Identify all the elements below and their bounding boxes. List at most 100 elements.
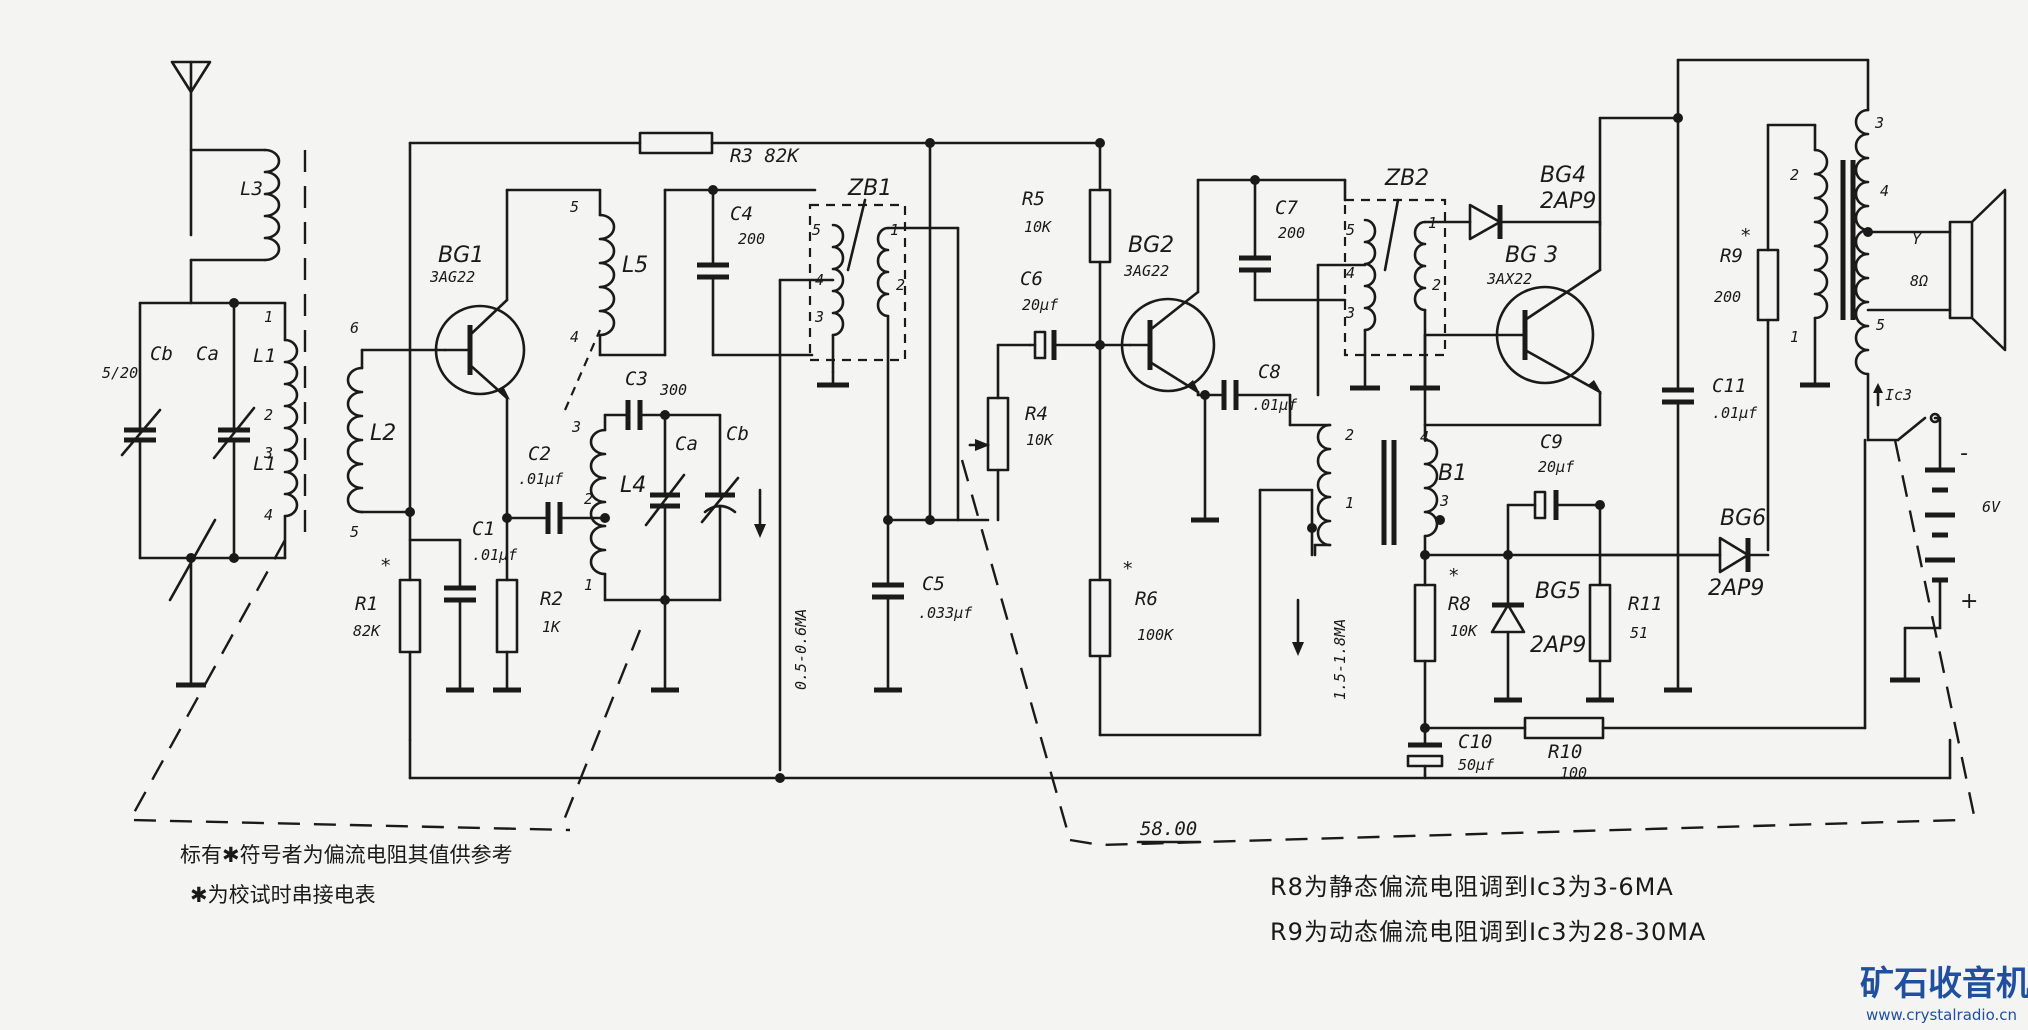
gang-dash-2 xyxy=(558,629,642,831)
capacitor-C3: C3 300 xyxy=(603,368,722,430)
coil-L3: L3 xyxy=(189,148,281,262)
resistor-R5: R5 10K xyxy=(1022,141,1112,347)
label-ZB1: ZB1 xyxy=(847,176,892,201)
label-B1-p1: 1 xyxy=(1345,494,1354,512)
label-n3: 3 xyxy=(263,444,273,462)
label-BG3: BG 3 xyxy=(1505,243,1558,268)
label-B1-p3: 3 xyxy=(1439,492,1449,510)
label-C11: C11 xyxy=(1712,375,1746,397)
label-R3: R3 82K xyxy=(730,145,800,167)
label-C8-val: .01μf xyxy=(1252,396,1298,414)
label-ZB2: ZB2 xyxy=(1384,166,1429,191)
label-T-p5: 5 xyxy=(1876,316,1885,334)
label-L4-pin3: 3 xyxy=(571,418,581,436)
label-C6-val: 20μf xyxy=(1022,296,1059,314)
speaker-icon: Y 8Ω xyxy=(1910,188,2007,352)
transistor-BG2: BG2 3AG22 xyxy=(1120,178,1257,397)
label-Ca-mid: Ca xyxy=(675,433,698,455)
label-B1-p2: 2 xyxy=(1345,426,1354,444)
label-I1: 0.5-0.6MA xyxy=(792,609,810,690)
label-T-p2: 2 xyxy=(1790,166,1799,184)
label-I2: 1.5-1.8MA xyxy=(1331,619,1349,700)
label-n1: 1 xyxy=(264,308,273,326)
label-C9: C9 xyxy=(1540,431,1563,453)
transformer-B1: B1 2 1 4 3 xyxy=(1288,393,1602,557)
potentiometer-R4: R4 10K xyxy=(968,343,1054,522)
label-R6-star: * xyxy=(1122,558,1133,580)
label-ZB1-p1: 1 xyxy=(890,221,899,239)
label-BG1: BG1 xyxy=(438,243,484,268)
transformer-ZB2: ZB2 5 4 3 1 2 xyxy=(1316,166,1472,397)
label-R9-val: 200 xyxy=(1714,288,1741,306)
label-R2: R2 xyxy=(540,588,563,610)
label-C10: C10 xyxy=(1458,731,1492,753)
capacitor-C5: C5 .033μf xyxy=(872,141,990,693)
label-L4-pin1: 1 xyxy=(584,576,593,594)
label-R9: R9 xyxy=(1720,245,1743,267)
label-C11-val: .01μf xyxy=(1712,404,1758,422)
label-L2-pin6: 6 xyxy=(350,319,359,337)
label-ZB2-p2: 2 xyxy=(1432,276,1441,294)
note-r8: R8为静态偏流电阻调到Ic3为3-6MA xyxy=(1270,873,1674,901)
label-BG5-type: 2AP9 xyxy=(1530,633,1586,658)
label-C4-val: 200 xyxy=(738,230,765,248)
label-B1-p4: 4 xyxy=(1420,428,1429,446)
label-BG1-type: 3AG22 xyxy=(429,268,475,286)
label-L1-bottom: L1 xyxy=(253,453,276,475)
label-R4: R4 xyxy=(1025,403,1048,425)
note-r9: R9为动态偏流电阻调到Ic3为28-30MA xyxy=(1270,918,1706,946)
label-C7-val: 200 xyxy=(1278,224,1305,242)
resistor-R3: R3 82K xyxy=(408,131,1105,514)
switch-Ic3: Ic3 xyxy=(1866,383,1942,442)
label-R8-val: 10K xyxy=(1450,622,1478,640)
label-R1-star: * xyxy=(380,555,391,577)
gang-dash-3 xyxy=(960,459,1072,841)
label-batt-v: 6V xyxy=(1982,498,2001,516)
label-Cb-mid: Cb xyxy=(726,423,749,445)
resistor-R2: R2 1K xyxy=(493,513,563,693)
coil-L5: L5 5 4 xyxy=(505,188,667,357)
label-R4-val: 10K xyxy=(1026,431,1054,449)
label-ZB1-p5: 5 xyxy=(812,221,821,239)
label-R1: R1 xyxy=(355,593,378,615)
current-mark-1: 0.5-0.6MA xyxy=(754,488,810,690)
capacitor-Cb-mid: Cb xyxy=(700,413,749,602)
resistor-R1: R1 82K * xyxy=(353,507,422,742)
transformer-ZB1: ZB1 5 4 3 1 2 xyxy=(778,176,960,772)
label-n4: 4 xyxy=(264,506,273,524)
output-transformer: 2 1 3 4 5 xyxy=(1676,58,1952,442)
label-C2-val: .01μf xyxy=(518,470,564,488)
label-R6-val: 100K xyxy=(1137,626,1174,644)
label-C1: C1 xyxy=(472,518,495,540)
resistor-R10: R10 100 xyxy=(1423,716,1867,782)
label-C7: C7 xyxy=(1275,197,1298,219)
capacitor-Ca-mid: Ca xyxy=(644,413,698,693)
label-ZB2-p5: 5 xyxy=(1346,221,1355,239)
label-R5: R5 xyxy=(1022,188,1045,210)
label-C5-val: .033μf xyxy=(918,604,973,622)
label-C10-val: 50μf xyxy=(1458,756,1495,774)
capacitor-C6: C6 20μf xyxy=(1020,268,1132,360)
label-BG3-type: 3AX22 xyxy=(1486,270,1532,288)
battery-6v: - + 6V xyxy=(1890,416,2001,683)
label-L2: L2 xyxy=(370,421,396,446)
note-line-1: 标有✱符号者为偏流电阻其值供参考 xyxy=(180,843,513,867)
label-ZB1-p3: 3 xyxy=(814,308,824,326)
note-line-2: ✱为校试时串接电表 xyxy=(190,883,376,907)
label-BG4: BG4 xyxy=(1540,163,1586,188)
label-L4: L4 xyxy=(620,473,646,498)
label-R8-star: * xyxy=(1448,565,1459,587)
label-ZB1-p2: 2 xyxy=(896,276,905,294)
label-C3-val: 300 xyxy=(659,381,687,399)
label-BG5: BG5 xyxy=(1535,579,1581,604)
label-L5-pin4: 4 xyxy=(570,328,579,346)
resistor-R8: R8 10K * xyxy=(1413,550,1722,733)
capacitor-C2: C2 .01μf xyxy=(505,443,607,534)
current-mark-2: 1.5-1.8MA xyxy=(1292,598,1349,700)
label-T-p3: 3 xyxy=(1874,114,1884,132)
label-batt-minus: - xyxy=(1960,441,1968,466)
label-C3: C3 xyxy=(625,368,648,390)
transistor-BG1: BG1 3AG22 xyxy=(429,188,526,520)
capacitor-C8: C8 .01μf xyxy=(1191,361,1298,523)
label-T-p4: 4 xyxy=(1880,182,1889,200)
